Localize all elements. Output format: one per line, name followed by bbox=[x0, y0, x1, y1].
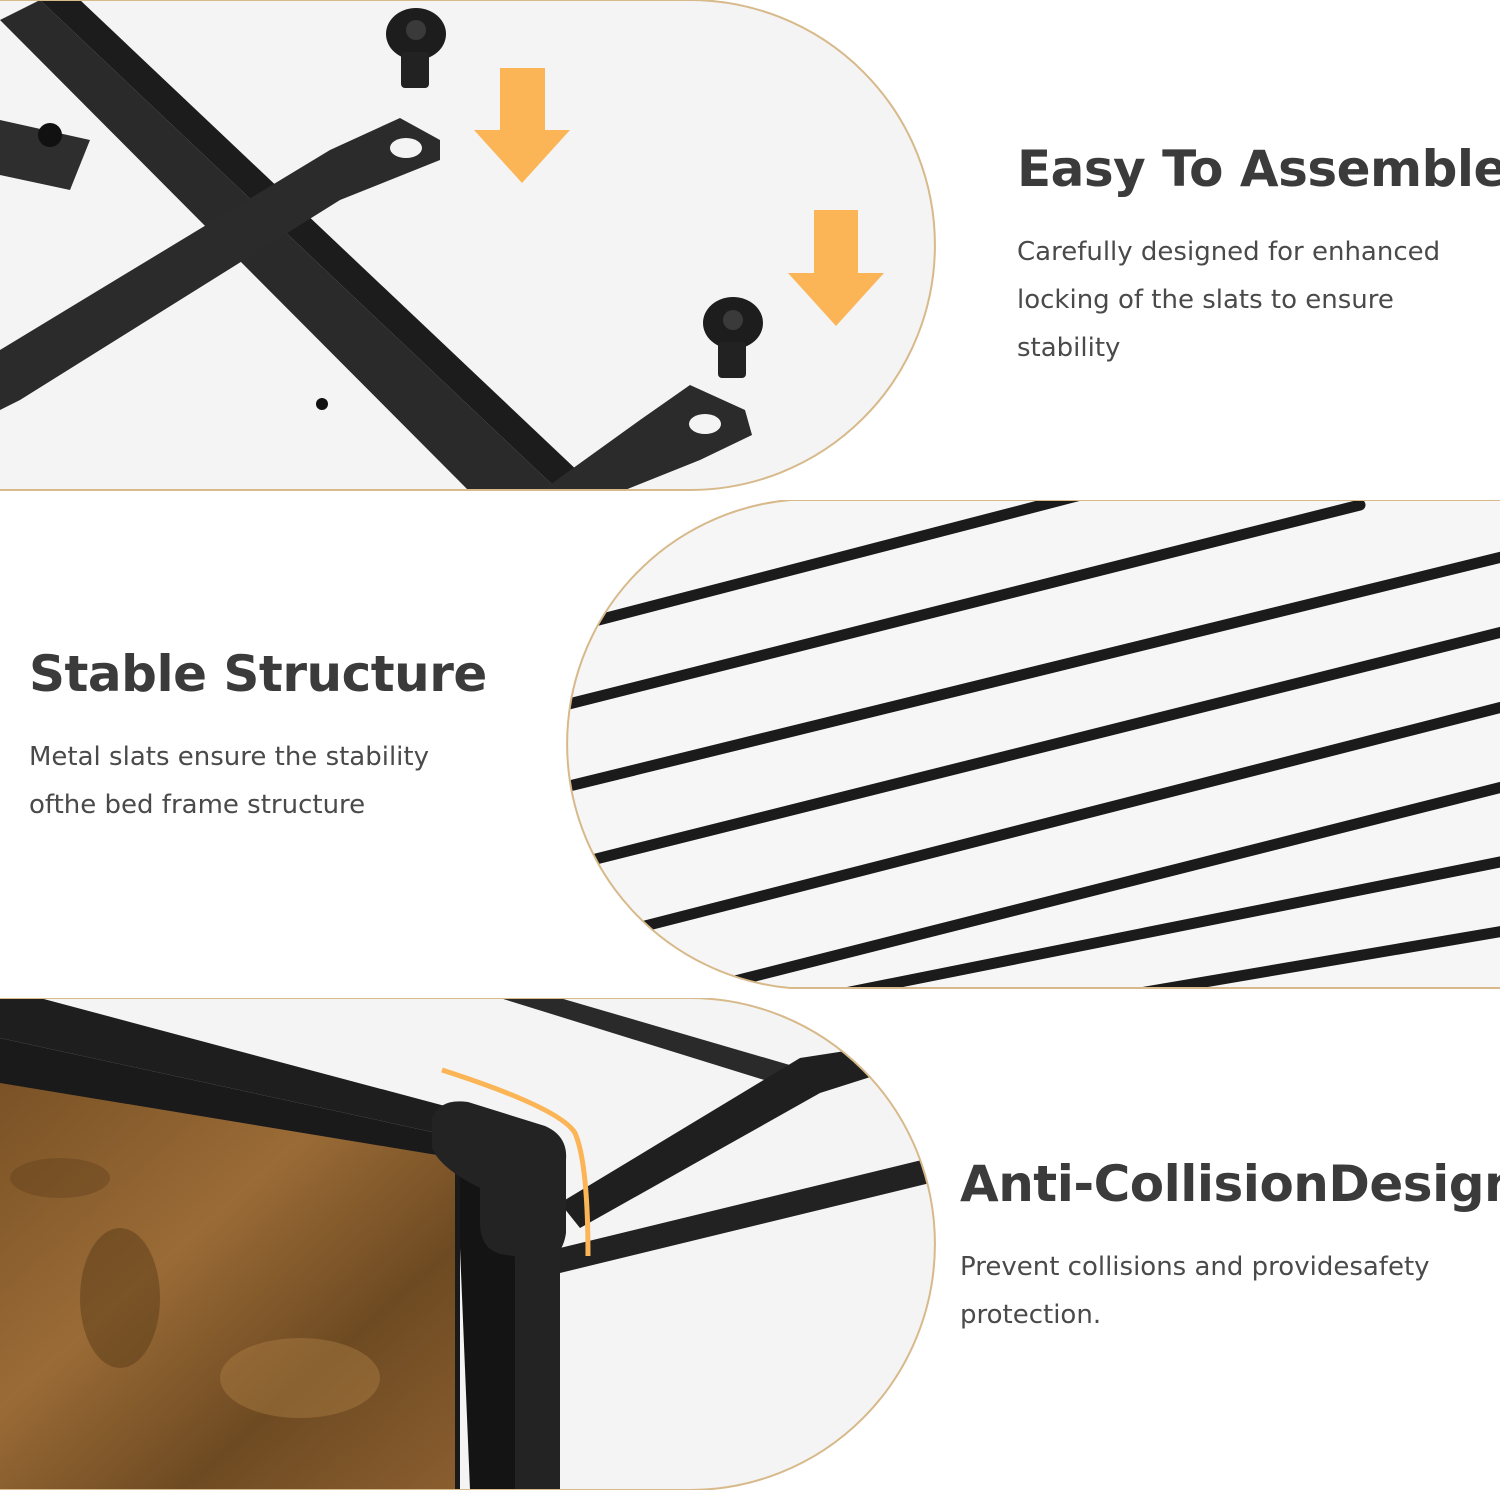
feature-panel-assemble: Easy To Assemble Carefully designed for … bbox=[0, 0, 1500, 492]
feature-panel-collision: Anti-CollisionDesign Prevent collisions … bbox=[0, 998, 1500, 1490]
collision-text: Anti-CollisionDesign Prevent collisions … bbox=[960, 1155, 1500, 1339]
section-heading: Stable Structure bbox=[29, 645, 487, 703]
arrow-down-icon bbox=[474, 68, 570, 183]
corner-guard-icon bbox=[432, 1101, 567, 1260]
section-description: Prevent collisions and providesafety pro… bbox=[960, 1252, 1430, 1330]
section-description: Carefully designed for enhanced locking … bbox=[1017, 237, 1441, 363]
section-heading: Anti-CollisionDesign bbox=[960, 1155, 1500, 1213]
structure-text: Stable Structure Metal slats ensure the … bbox=[29, 645, 487, 829]
slats-photo bbox=[566, 500, 1500, 989]
assembly-photo bbox=[0, 0, 936, 491]
feature-panel-structure: Stable Structure Metal slats ensure the … bbox=[0, 500, 1500, 990]
screw-icon bbox=[703, 297, 763, 378]
section-description: Metal slats ensure the stability ofthe b… bbox=[29, 742, 429, 820]
screw-icon bbox=[386, 8, 446, 88]
section-heading: Easy To Assemble bbox=[1017, 140, 1500, 198]
corner-photo bbox=[0, 998, 936, 1490]
assemble-text: Easy To Assemble Carefully designed for … bbox=[1017, 140, 1500, 372]
arrow-down-icon bbox=[788, 210, 884, 326]
